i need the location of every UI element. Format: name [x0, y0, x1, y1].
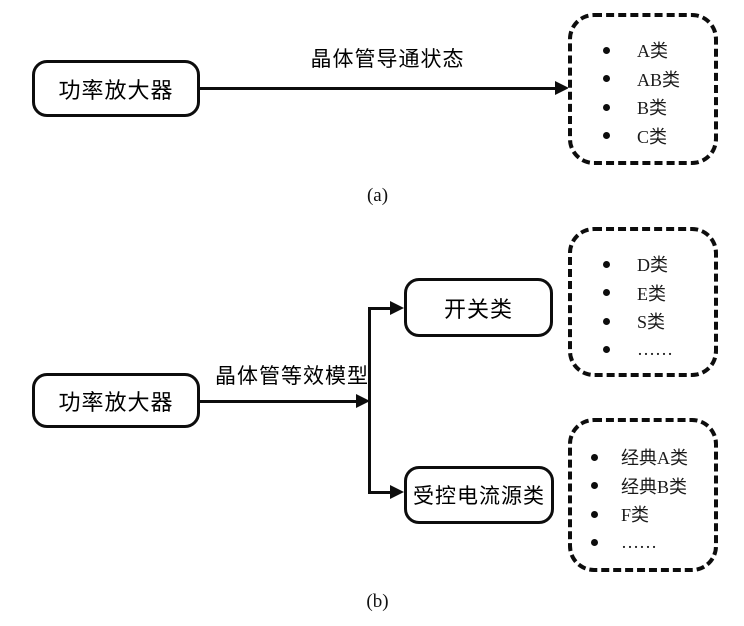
edge-shaft-b	[200, 400, 357, 403]
list-item-label: A类	[637, 41, 668, 62]
list-item-label: B类	[637, 98, 668, 119]
arrowhead-b-icon	[356, 394, 370, 408]
list-item: D类	[572, 250, 714, 279]
bullet-icon	[603, 46, 610, 54]
list-item-label: D类	[637, 255, 668, 276]
list-item: B类	[572, 93, 714, 122]
caption-b: (b)	[366, 591, 389, 612]
caption-a: (a)	[366, 185, 389, 206]
list-item: C类	[572, 122, 714, 151]
branch-lower-shaft	[368, 491, 391, 494]
node-ccs-label: 受控电流源类	[413, 485, 545, 508]
list-item-label: F类	[621, 505, 650, 526]
branch-upper-shaft	[368, 307, 391, 310]
bullet-icon	[591, 453, 598, 461]
bullet-icon	[603, 260, 610, 268]
conduction-class-list: A类 AB类 B类 C类	[572, 17, 714, 150]
bullet-icon	[591, 539, 598, 547]
node-switch-class-label: 开关类	[443, 296, 513, 322]
bullet-icon	[603, 75, 610, 83]
node-switch-class: 开关类	[404, 278, 553, 337]
list-item-label: 经典B类	[621, 476, 688, 497]
pool-conduction-classes: A类 AB类 B类 C类	[568, 13, 718, 165]
list-item-label: C类	[637, 126, 668, 147]
list-item-label: 经典A类	[621, 448, 688, 469]
node-power-amplifier-b-label: 功率放大器	[58, 389, 174, 415]
list-item: 经典B类	[572, 472, 714, 501]
bullet-icon	[603, 317, 610, 325]
list-item-label: ……	[637, 339, 673, 360]
arrowhead-a-icon	[555, 81, 569, 95]
list-item: F类	[572, 500, 714, 529]
list-item-label: S类	[637, 312, 666, 333]
arrowhead-ccs-icon	[390, 485, 404, 499]
node-controlled-current-source-class: 受控电流源类	[404, 466, 554, 524]
switch-class-list: D类 E类 S类 ……	[572, 231, 714, 364]
splitter-line	[368, 307, 371, 494]
pool-switch-classes: D类 E类 S类 ……	[568, 227, 718, 377]
node-power-amplifier-b: 功率放大器	[32, 373, 200, 428]
list-item: A类	[572, 36, 714, 65]
bullet-icon	[603, 289, 610, 297]
list-item: ……	[572, 336, 714, 365]
list-item: E类	[572, 279, 714, 308]
edge-shaft-a	[200, 87, 556, 90]
list-item: 经典A类	[572, 443, 714, 472]
pool-ccs-classes: 经典A类 经典B类 F类 ……	[568, 418, 718, 572]
bullet-icon	[591, 510, 598, 518]
node-power-amplifier-a: 功率放大器	[32, 60, 200, 117]
ccs-class-list: 经典A类 经典B类 F类 ……	[572, 422, 714, 557]
bullet-icon	[603, 132, 610, 140]
bullet-icon	[603, 103, 610, 111]
list-item: S类	[572, 307, 714, 336]
list-item-label: AB类	[637, 69, 681, 90]
bullet-icon	[591, 482, 598, 490]
node-power-amplifier-a-label: 功率放大器	[58, 77, 174, 103]
list-item-label: E类	[637, 283, 666, 304]
list-item-label: ……	[621, 532, 657, 553]
edge-label-a: 晶体管导通状态	[310, 48, 465, 71]
list-item: AB类	[572, 65, 714, 94]
edge-label-b: 晶体管等效模型	[215, 365, 369, 388]
arrowhead-switch-icon	[390, 301, 404, 315]
list-item: ……	[572, 529, 714, 558]
bullet-icon	[603, 346, 610, 354]
